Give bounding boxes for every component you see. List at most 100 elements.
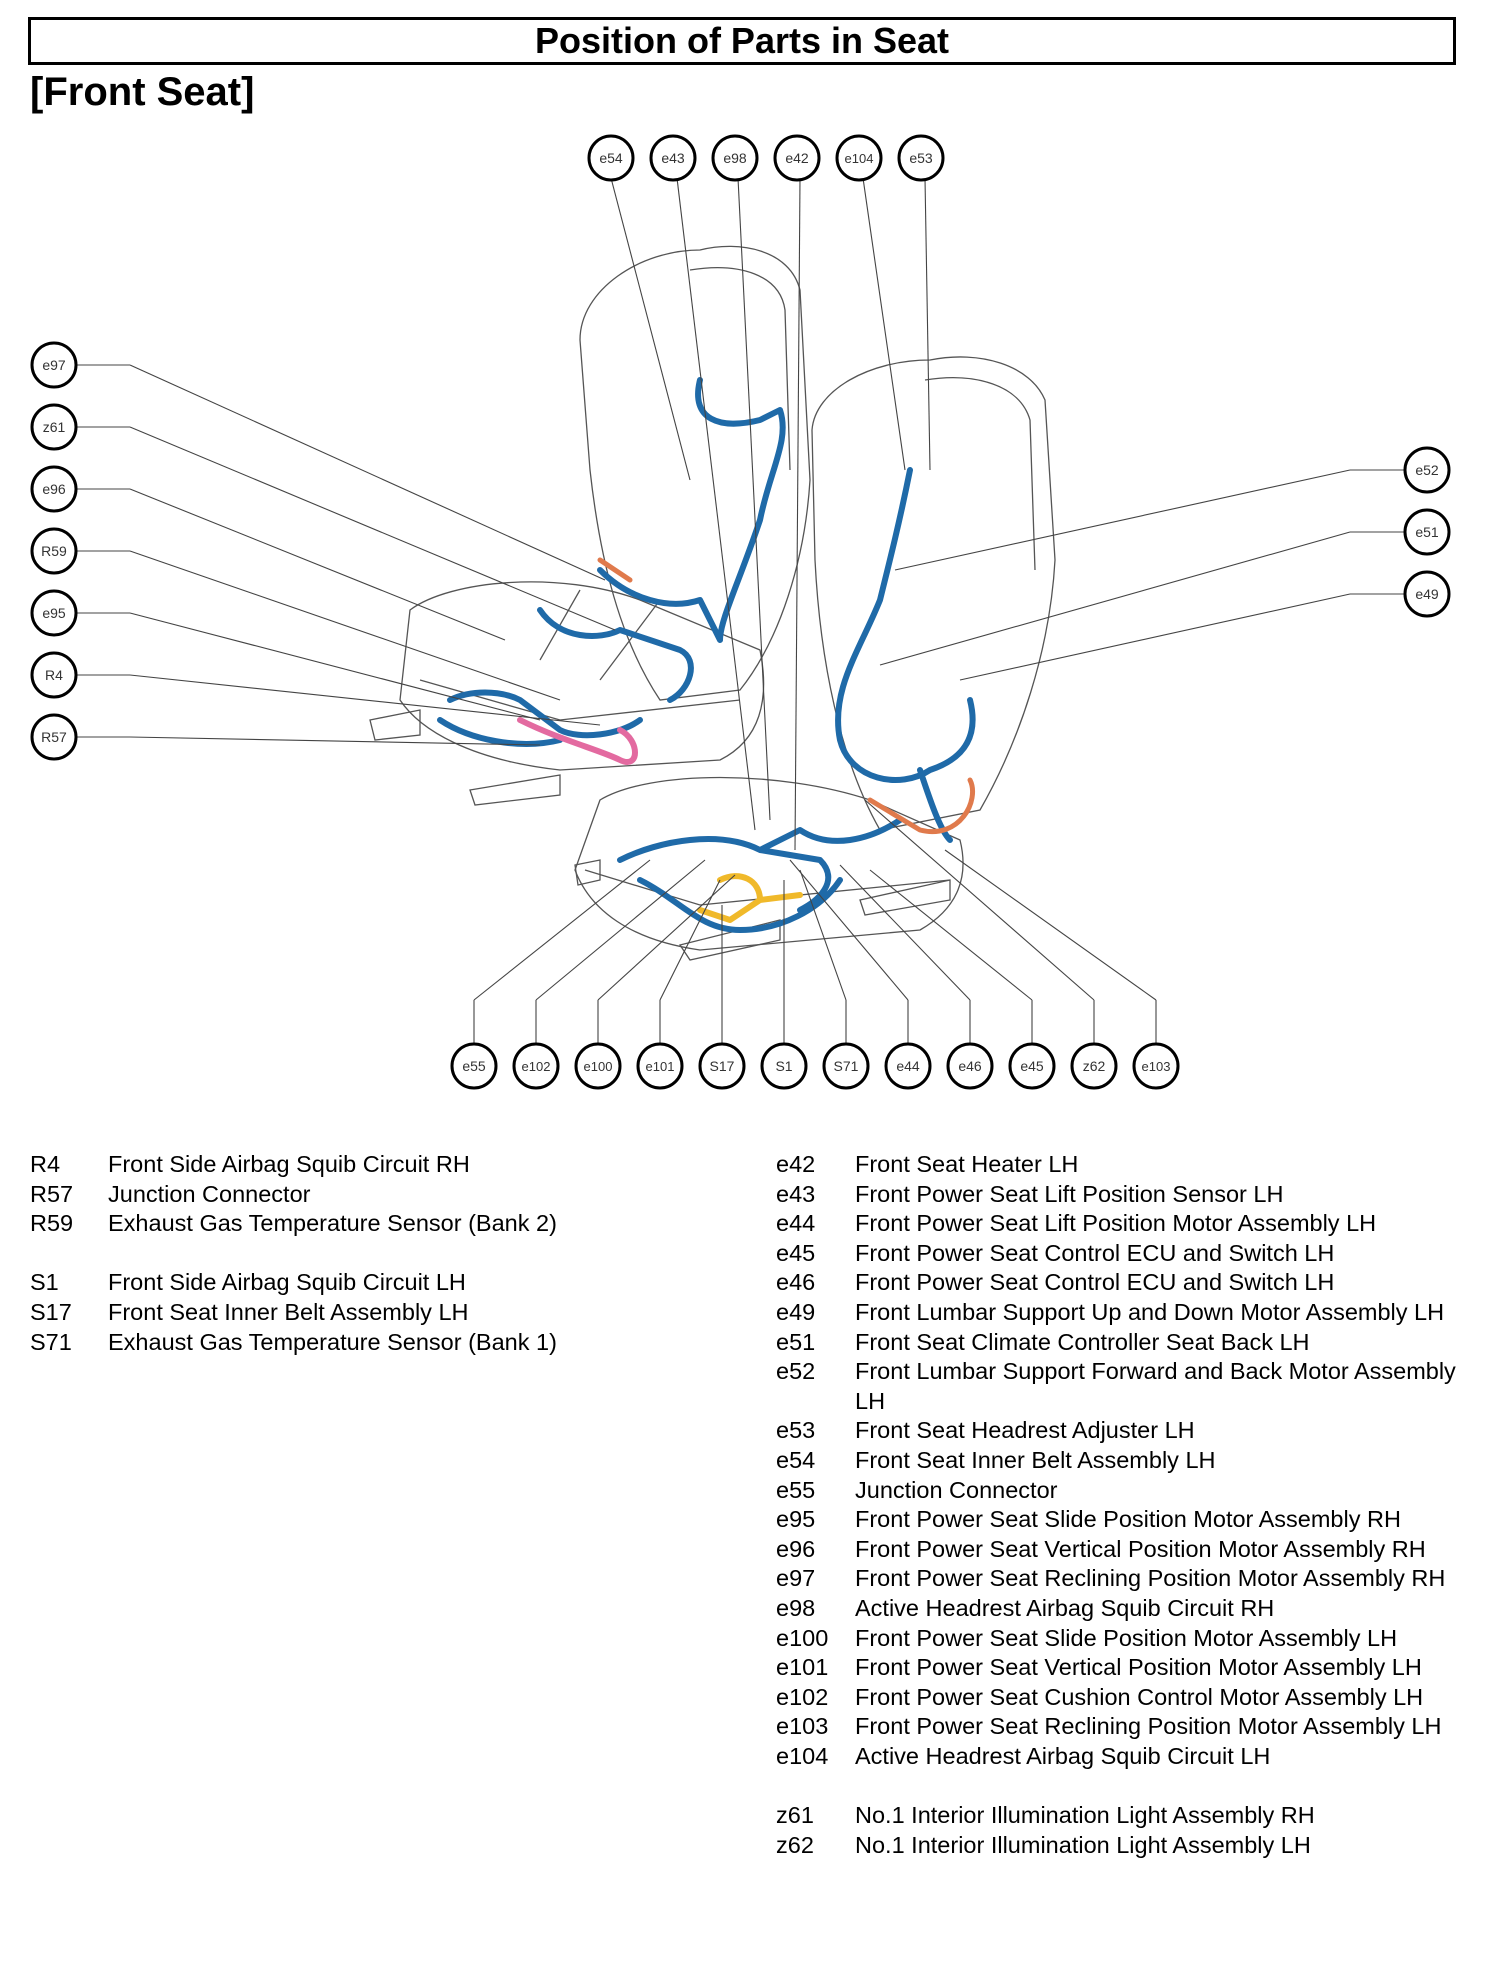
legend-description: Front Side Airbag Squib Circuit RH	[108, 1151, 470, 1177]
callout-label: S17	[710, 1058, 735, 1074]
callout-circle	[884, 1042, 932, 1090]
legend-code: e53	[776, 1417, 816, 1444]
callout-circle	[649, 134, 697, 182]
callout-label: e49	[1415, 586, 1439, 602]
callout-circle	[711, 134, 759, 182]
legend-code: e43	[776, 1180, 816, 1207]
callout-circle	[1403, 570, 1451, 618]
callout-label: e43	[661, 150, 685, 166]
legend-spacer	[776, 1771, 1466, 1801]
callout-circle	[30, 465, 78, 513]
legend-description: Front Seat Inner Belt Assembly LH	[855, 1446, 1216, 1473]
page-title: Position of Parts in Seat	[28, 17, 1456, 65]
legend-row: R59 Exhaust Gas Temperature Sensor (Bank …	[30, 1209, 670, 1239]
legend-code: e42	[776, 1151, 816, 1177]
legend-code: e54	[776, 1446, 816, 1473]
legend-description: Active Headrest Airbag Squib Circuit RH	[855, 1594, 1275, 1621]
legend-code: e52	[776, 1358, 816, 1385]
leader-lines	[76, 177, 1405, 1044]
legend-description: Exhaust Gas Temperature Sensor (Bank 1)	[108, 1328, 557, 1355]
callout-circle	[574, 1042, 622, 1090]
callout-circle	[760, 1042, 808, 1090]
legend-code: e95	[776, 1506, 816, 1533]
legend-code: e44	[776, 1210, 816, 1237]
callout-label: R4	[45, 667, 63, 683]
callout-circle	[30, 713, 78, 761]
callout-label: e53	[909, 150, 933, 166]
callout-label: e102	[522, 1059, 551, 1074]
callout-label: e45	[1020, 1058, 1044, 1074]
legend-code: e104	[776, 1742, 829, 1769]
callout-circle	[1008, 1042, 1056, 1090]
legend-description: Front Power Seat Control ECU and Switch …	[855, 1239, 1335, 1266]
callout-circle	[946, 1042, 994, 1090]
legend-code: e101	[776, 1654, 829, 1681]
callout-circle	[450, 1042, 498, 1090]
legend-description: Front Power Seat Control ECU and Switch …	[855, 1269, 1335, 1296]
legend-row: e103 Front Power Seat Reclining Position …	[776, 1712, 1466, 1742]
callout-circle	[1403, 508, 1451, 556]
wire-harness	[437, 377, 976, 933]
legend-description: Front Power Seat Reclining Position Moto…	[855, 1565, 1446, 1592]
callout-circle	[30, 589, 78, 637]
legend-code: e46	[776, 1269, 816, 1296]
legend-code: z62	[776, 1831, 814, 1858]
callout-circle	[30, 403, 78, 451]
callout-circle	[835, 134, 883, 182]
legend-description: Front Power Seat Lift Position Sensor LH	[855, 1180, 1284, 1207]
legend-description: No.1 Interior Illumination Light Assembl…	[855, 1831, 1311, 1858]
callout-label: z62	[1083, 1058, 1106, 1074]
legend-code: e103	[776, 1713, 829, 1740]
callout-circle	[30, 527, 78, 575]
legend-code: e98	[776, 1594, 816, 1621]
callout-circle	[1403, 446, 1451, 494]
legend-description: Front Power Seat Cushion Control Motor A…	[855, 1683, 1424, 1710]
legend-description: Front Side Airbag Squib Circuit LH	[108, 1269, 466, 1296]
callout-label: e98	[723, 150, 747, 166]
callout-circle	[512, 1042, 560, 1090]
callout-circle	[773, 134, 821, 182]
legend-row: e46 Front Power Seat Control ECU and Swit…	[776, 1268, 1466, 1298]
callout-label: e95	[42, 605, 66, 621]
callout-label: R59	[41, 543, 67, 559]
legend-code: e102	[776, 1683, 829, 1710]
callout-label: e100	[584, 1059, 613, 1074]
callout-circle	[587, 134, 635, 182]
legend-code: e100	[776, 1624, 829, 1651]
callout-circle	[1070, 1042, 1118, 1090]
callout-label: e103	[1142, 1059, 1171, 1074]
callout-label: e51	[1415, 524, 1439, 540]
legend-description: Front Power Seat Reclining Position Moto…	[855, 1713, 1442, 1740]
legend-code: R59	[30, 1210, 74, 1237]
legend-description: Front Seat Inner Belt Assembly LH	[108, 1298, 469, 1325]
callout-label: e104	[845, 151, 874, 166]
legend-row: e54 Front Seat Inner Belt Assembly LH	[776, 1446, 1466, 1476]
legend-description: Exhaust Gas Temperature Sensor (Bank 2)	[108, 1210, 557, 1237]
legend-description: Front Lumbar Support Up and Down Motor A…	[855, 1298, 1445, 1325]
callout-label: e96	[42, 481, 66, 497]
legend-row: e42 Front Seat Heater LH	[776, 1150, 1466, 1180]
callout-label: e97	[42, 357, 66, 373]
legend-row: e102 Front Power Seat Cushion Control Mot…	[776, 1683, 1466, 1713]
section-heading: [Front Seat]	[30, 70, 255, 114]
legend-code: e49	[776, 1298, 816, 1325]
legend-description: Front Seat Heater LH	[855, 1151, 1079, 1177]
